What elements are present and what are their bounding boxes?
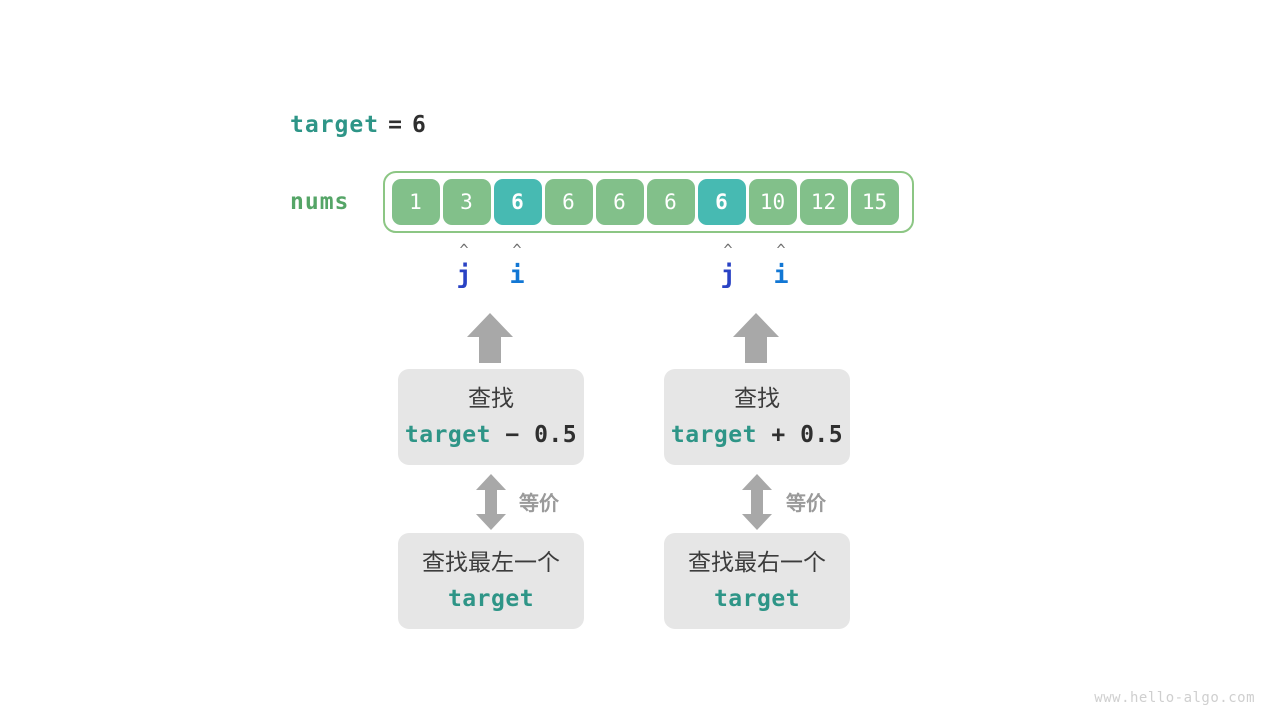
array-cell: 1 xyxy=(391,179,440,225)
bottom-box-right: 查找最右一个 target xyxy=(664,533,850,629)
array-cell: 6 xyxy=(544,179,593,225)
code-target: target xyxy=(713,586,801,612)
caret-icon: ^ xyxy=(776,241,786,259)
target-variable-name: target xyxy=(290,112,380,138)
box-code-line: target − 0.5 xyxy=(405,418,577,452)
code-number: 0.5 xyxy=(800,422,844,448)
bottom-box-left: 查找最左一个 target xyxy=(398,533,584,629)
box-text-line1: 查找最右一个 xyxy=(688,550,826,576)
caret-icon: ^ xyxy=(459,241,469,259)
code-target: target xyxy=(670,422,757,448)
box-code-line: target xyxy=(714,582,800,616)
array-cell-highlighted: 6 xyxy=(697,179,746,225)
box-code-line: target + 0.5 xyxy=(671,418,843,452)
double-arrow-icon-right xyxy=(742,474,772,530)
top-box-right: 查找 target + 0.5 xyxy=(664,369,850,465)
code-target: target xyxy=(447,586,535,612)
watermark: www.hello-algo.com xyxy=(1094,690,1255,706)
up-arrow-icon-right xyxy=(733,313,779,363)
target-declaration: target = 6 xyxy=(290,112,427,138)
code-operator: + xyxy=(771,422,786,448)
pointer-j-right: ^ j xyxy=(708,243,748,289)
box-text-line1: 查找 xyxy=(468,386,514,412)
up-arrow-icon-left xyxy=(467,313,513,363)
pointer-label: j xyxy=(456,260,472,289)
array-cell: 6 xyxy=(595,179,644,225)
array-container: 1 3 6 6 6 6 6 10 12 15 xyxy=(383,171,914,233)
pointer-j-left: ^ j xyxy=(444,243,484,289)
array-label: nums xyxy=(290,189,350,215)
caret-icon: ^ xyxy=(512,241,522,259)
box-text-line1: 查找最左一个 xyxy=(422,550,560,576)
pointer-label: i xyxy=(509,260,525,289)
code-operator: − xyxy=(505,422,520,448)
double-arrow-icon-left xyxy=(476,474,506,530)
target-value: 6 xyxy=(411,112,427,138)
pointer-i-right: ^ i xyxy=(761,243,801,289)
array-cell: 3 xyxy=(442,179,491,225)
pointer-label: j xyxy=(720,260,736,289)
box-text-line1: 查找 xyxy=(734,386,780,412)
top-box-left: 查找 target − 0.5 xyxy=(398,369,584,465)
array-cell: 6 xyxy=(646,179,695,225)
equivalence-label-left: 等价 xyxy=(519,491,559,515)
box-code-line: target xyxy=(448,582,534,616)
code-number: 0.5 xyxy=(534,422,578,448)
code-target: target xyxy=(404,422,491,448)
pointer-i-left: ^ i xyxy=(497,243,537,289)
equals-sign: = xyxy=(388,112,403,138)
array-cell: 12 xyxy=(799,179,848,225)
array-cell: 10 xyxy=(748,179,797,225)
caret-icon: ^ xyxy=(723,241,733,259)
pointer-label: i xyxy=(773,260,789,289)
array-cell-highlighted: 6 xyxy=(493,179,542,225)
equivalence-label-right: 等价 xyxy=(786,491,826,515)
array-cell: 15 xyxy=(850,179,899,225)
